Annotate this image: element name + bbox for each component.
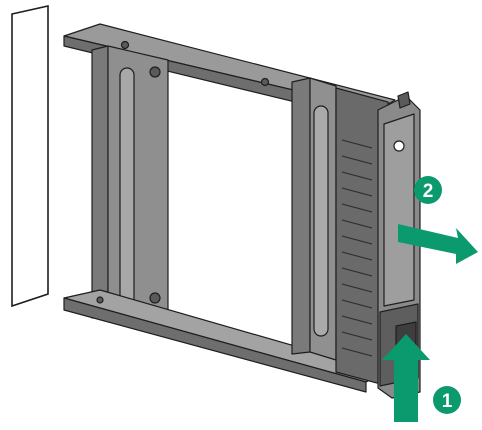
- bezel-vents: [341, 139, 373, 357]
- step-1-number: 1: [442, 391, 453, 412]
- step-1-badge: 1: [433, 386, 461, 414]
- drive-carrier-frame: [63, 23, 421, 399]
- step-2-number: 2: [423, 181, 434, 202]
- drive-bay-panel: [11, 5, 49, 308]
- arrow-up-icon: [382, 334, 430, 422]
- arrow-right-icon: [398, 224, 478, 264]
- step-2-badge: 2: [414, 176, 442, 204]
